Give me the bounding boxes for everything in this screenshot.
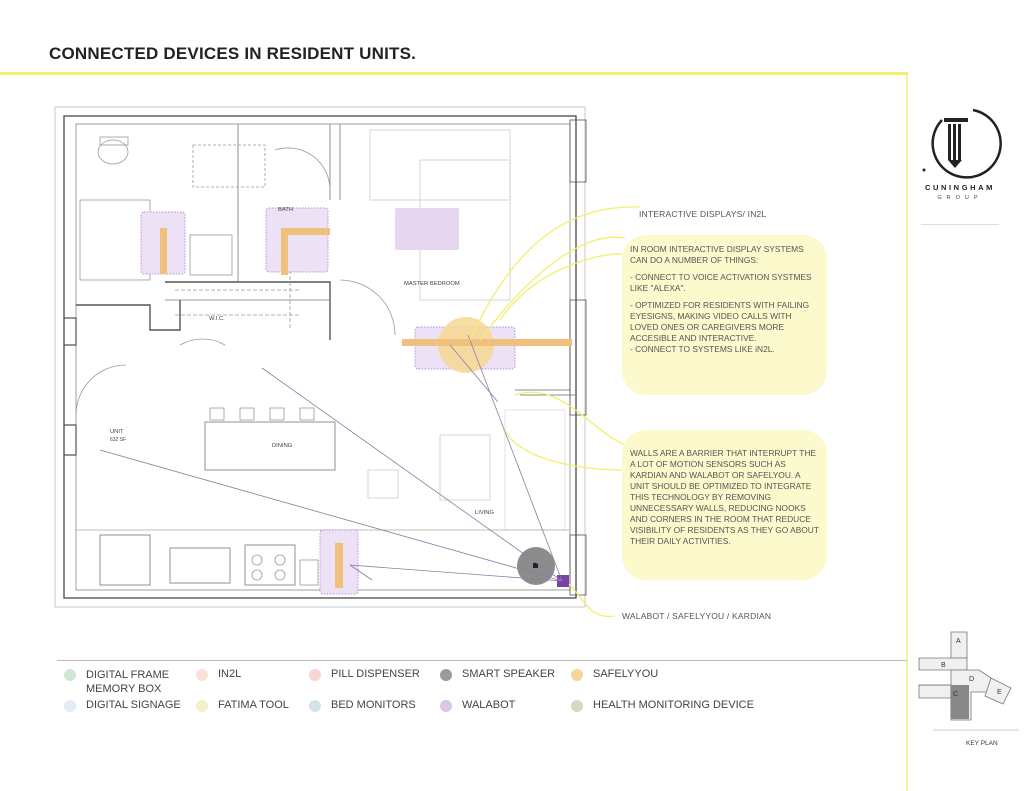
room-label-living: LIVING xyxy=(475,510,495,516)
in2l-dot-icon xyxy=(196,669,208,681)
legend-item-fatima-tool: FATIMA TOOL xyxy=(218,699,289,711)
legend-item-smart-speaker: SMART SPEAKER xyxy=(462,668,556,680)
digital-signage-dot-icon xyxy=(64,700,76,712)
room-label-unit: UNIT xyxy=(110,429,124,435)
safelyyou-dot-icon xyxy=(571,669,583,681)
legend-item-pill-dispenser: PILL DISPENSER xyxy=(331,668,420,680)
in2l-callout-voice: - CONNECT TO VOICE ACTIVATION SYSTMES LI… xyxy=(630,272,812,293)
walabot-zone-bed xyxy=(395,208,459,250)
legend-item-digital-frame: DIGITAL FRAME MEMORY BOX xyxy=(86,669,170,695)
brand-name: CUNINGHAM xyxy=(924,183,996,192)
in2l-callout-eyesight: - OPTIMIZED FOR RESIDENTS WITH FAILING E… xyxy=(630,300,810,354)
key-plan-b: B xyxy=(941,662,946,669)
key-plan-e: E xyxy=(997,689,1002,696)
interactive-displays-label: INTERACTIVE DISPLAYS/ IN2L xyxy=(639,209,767,219)
walls-callout-text: WALLS ARE A BARRIER THAT INTERRUPT THE A… xyxy=(630,448,819,546)
health-monitoring-dot-icon xyxy=(571,700,583,712)
sidebar-divider xyxy=(906,75,908,791)
smart-speaker-dot-icon xyxy=(440,669,452,681)
brand-subtitle: GROUP xyxy=(937,195,983,201)
walabot-device-icon xyxy=(557,575,569,587)
room-label-master-bedroom: MASTER BEDROOM xyxy=(404,281,460,287)
room-label-dining: DINING xyxy=(272,443,293,449)
legend-item-safelyyou: SAFELYYOU xyxy=(593,668,659,680)
walabot-dot-icon xyxy=(440,700,452,712)
key-plan-d: D xyxy=(969,676,974,683)
room-label-unit-sf: 632 SF xyxy=(110,437,127,443)
safelyyou-sensor-bath xyxy=(160,228,167,274)
walabot-label: WALABOT / SAFELYYOU / KARDIAN xyxy=(622,611,772,621)
safelyyou-sensor-wall xyxy=(402,339,572,346)
in2l-callout: IN ROOM INTERACTIVE DISPLAY SYSTEMS CAN … xyxy=(622,235,827,395)
page-title: CONNECTED DEVICES IN RESIDENT UNITS. xyxy=(49,44,417,63)
in2l-callout-intro: IN ROOM INTERACTIVE DISPLAY SYSTEMS CAN … xyxy=(630,244,804,265)
bed-monitors-dot-icon xyxy=(309,700,321,712)
walls-callout: WALLS ARE A BARRIER THAT INTERRUPT THE A… xyxy=(622,430,827,580)
legend-item-digital-signage: DIGITAL SIGNAGE xyxy=(86,699,181,711)
legend-divider xyxy=(57,660,907,661)
safelyyou-sensor-kitchen xyxy=(335,543,343,588)
pill-dispenser-dot-icon xyxy=(309,669,321,681)
key-plan-c: C xyxy=(953,691,958,698)
room-label-bath: BATH xyxy=(278,207,294,213)
title-underline xyxy=(0,72,908,75)
legend-item-in2l: IN2L xyxy=(218,668,242,680)
cuningham-logo-icon xyxy=(922,108,1002,179)
fatima-tool-dot-icon xyxy=(196,700,208,712)
logo-divider xyxy=(921,224,999,225)
walabot-zone-closet xyxy=(265,207,329,273)
legend-item-bed-monitors: BED MONITORS xyxy=(331,699,416,711)
legend-item-walabot: WALABOT xyxy=(462,699,516,711)
key-plan-a: A xyxy=(956,638,961,645)
legend-item-health-monitoring: HEALTH MONITORING DEVICE xyxy=(593,699,754,711)
safelyyou-sensor-closet xyxy=(281,228,330,275)
key-plan-label: KEY PLAN xyxy=(966,740,998,747)
digital-frame-dot-icon xyxy=(64,669,76,681)
key-plan-map: A B C D E xyxy=(918,631,1019,731)
room-label-wic: W.I.C. xyxy=(209,316,225,322)
